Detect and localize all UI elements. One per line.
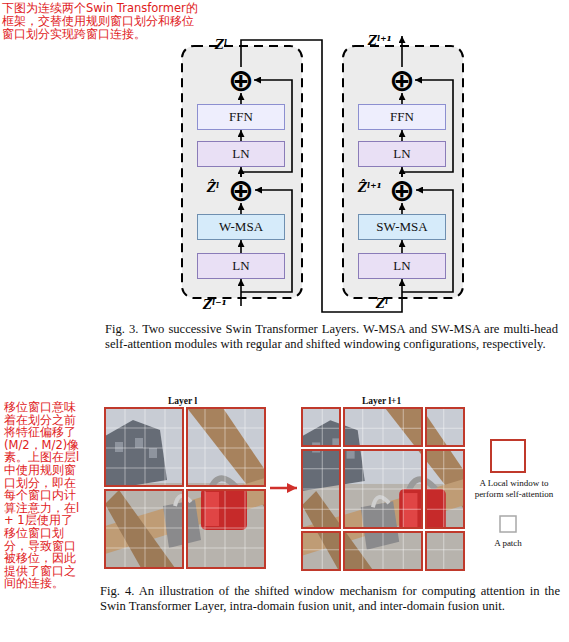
- add-symbol: ⊕: [389, 67, 415, 93]
- box-text: LN: [232, 146, 249, 162]
- box-text: W-MSA: [219, 219, 263, 235]
- shift-arrow: [270, 487, 297, 490]
- add-circle: ⊕: [228, 67, 254, 93]
- add-circle: ⊕: [228, 177, 254, 203]
- layer-l1-image: [302, 408, 464, 570]
- tensor-label: Zˡ⁺¹: [368, 34, 392, 48]
- connector-arrow: [401, 240, 403, 253]
- tensor-label: Zˡ⁻¹: [203, 298, 227, 312]
- layer-container: [343, 46, 463, 298]
- attention-box: W-MSA: [197, 214, 285, 240]
- box-text: LN: [232, 258, 249, 274]
- patch-swatch: [500, 516, 516, 532]
- connector-arrow: [240, 130, 242, 141]
- legend-text: A Local window to perform self-attention: [466, 478, 562, 500]
- output-wire: [401, 36, 403, 67]
- annotation-note: 下图为连续两个Swin Transformer的框架，交替使用规则窗口划分和移位…: [2, 2, 202, 41]
- box-text: LN: [393, 146, 410, 162]
- tensor-label: Zˡ: [376, 297, 388, 311]
- layer-norm-box: LN: [358, 253, 446, 279]
- legend-text: A patch: [470, 538, 546, 549]
- connector-arrow: [401, 93, 403, 104]
- layer-title: Layer l+1: [362, 396, 401, 406]
- connector-arrow: [240, 240, 242, 253]
- add-symbol: ⊕: [389, 177, 415, 203]
- tensor-label: Ẑˡ⁺¹: [358, 181, 382, 195]
- figure-caption: Fig. 4. An illustration of the shifted w…: [100, 584, 560, 614]
- tensor-label: Ẑˡ: [207, 181, 219, 195]
- tensor-label: Zˡ: [215, 38, 227, 52]
- connector-arrow: [240, 203, 242, 214]
- layer-norm-box: LN: [197, 141, 285, 167]
- add-circle: ⊕: [389, 177, 415, 203]
- connector-arrow: [401, 203, 403, 214]
- attention-box: SW-MSA: [358, 214, 446, 240]
- layer-norm-box: LN: [358, 141, 446, 167]
- box-text: LN: [393, 258, 410, 274]
- layer-title: Layer l: [168, 396, 197, 406]
- ffn-box: FFN: [197, 104, 285, 130]
- layer-l-image: [105, 408, 265, 568]
- layer-norm-box: LN: [197, 253, 285, 279]
- window-swatch: [491, 440, 525, 472]
- connector-arrow: [240, 93, 242, 104]
- add-circle: ⊕: [389, 67, 415, 93]
- ffn-box: FFN: [358, 104, 446, 130]
- box-text: SW-MSA: [376, 219, 427, 235]
- box-text: FFN: [229, 109, 253, 125]
- box-text: FFN: [390, 109, 414, 125]
- add-symbol: ⊕: [228, 67, 254, 93]
- layer-container: [182, 46, 302, 298]
- add-symbol: ⊕: [228, 177, 254, 203]
- connector-arrow: [401, 130, 403, 141]
- annotation-note: 移位窗口意味着在划分之前将特征偏移了(M/2，M/2)像素。上图在层l中使用规则…: [4, 401, 80, 590]
- figure-caption: Fig. 3. Two successive Swin Transformer …: [105, 322, 558, 352]
